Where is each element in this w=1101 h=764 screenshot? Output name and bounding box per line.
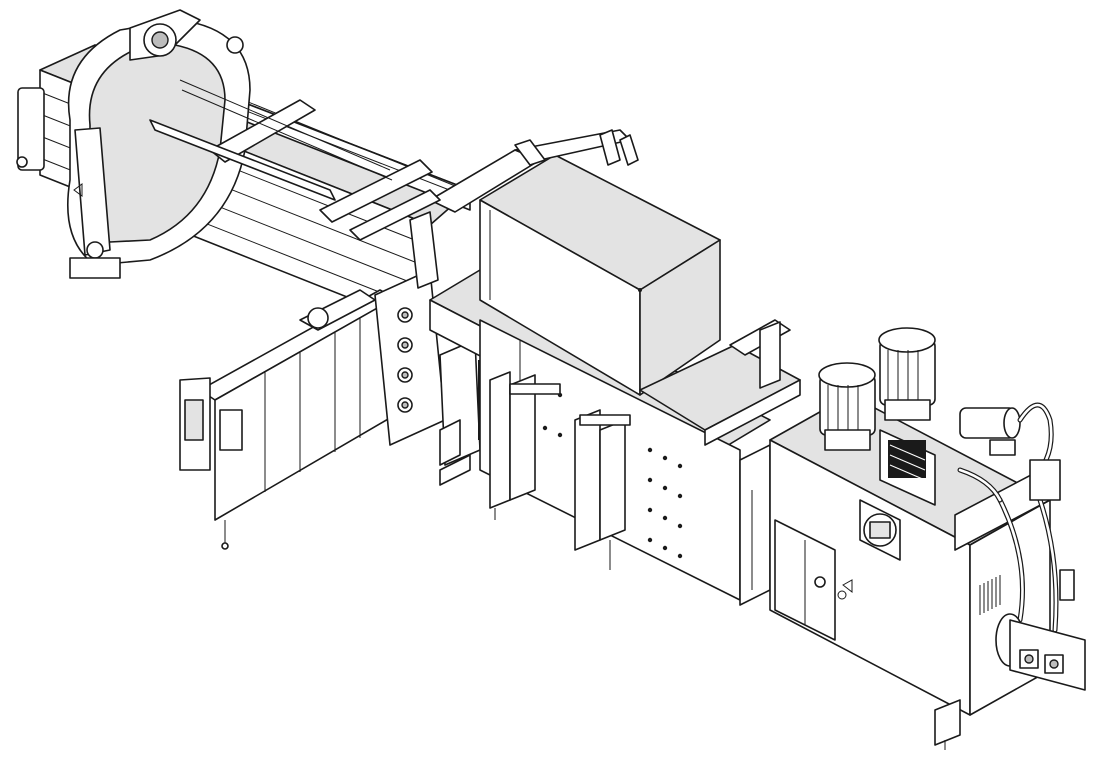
bolt-grid (527, 377, 683, 559)
oil-cooler (879, 429, 936, 506)
feed-hopper (479, 154, 721, 396)
hydraulic-hoses (957, 402, 1059, 633)
knotter-assembly (299, 269, 446, 446)
pump-motor (959, 407, 1021, 456)
electric-motor-1 (818, 362, 876, 451)
support-legs (439, 371, 631, 570)
vent-grille (979, 575, 1001, 615)
chamber-struts (149, 79, 433, 223)
bale-door-panel (179, 289, 396, 550)
valve-block (995, 459, 1086, 691)
conveyor-trough (639, 319, 801, 446)
hopper-frame (349, 129, 639, 289)
electric-motor-2 (878, 327, 936, 421)
